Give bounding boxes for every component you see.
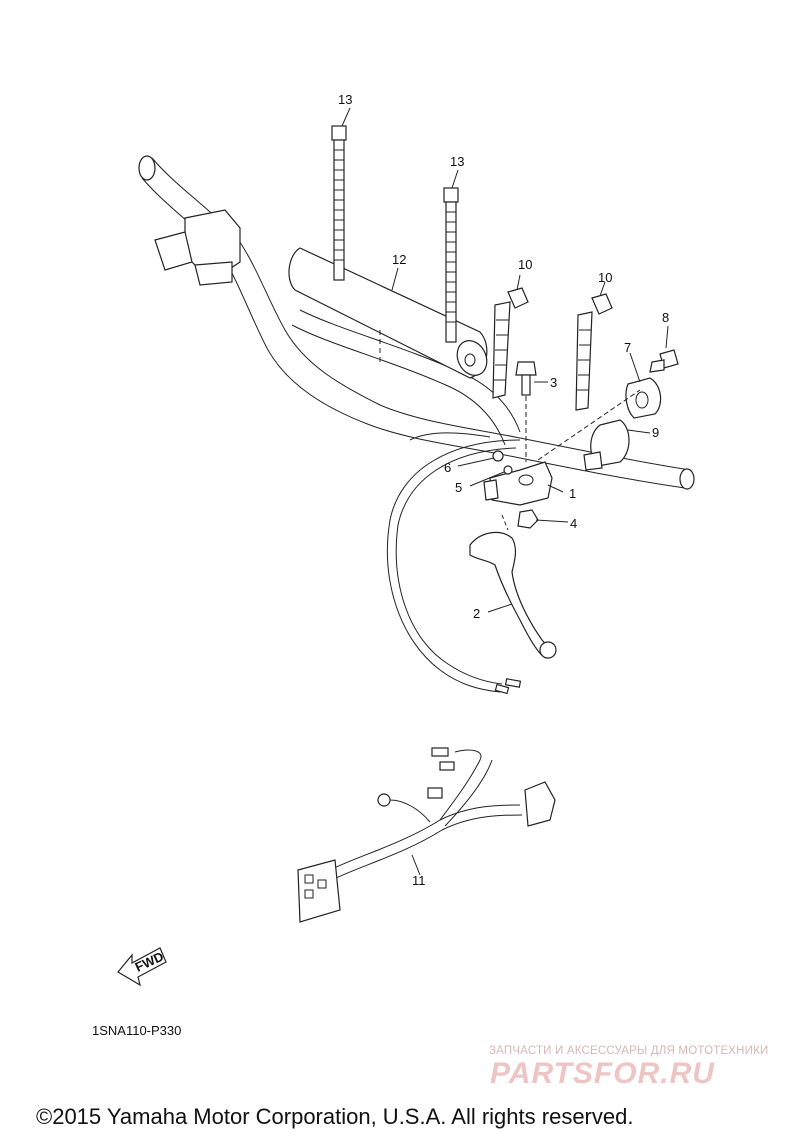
- cable-tie-10b: [575, 293, 613, 411]
- nut-4: [517, 509, 539, 529]
- callout-1: 1: [569, 486, 576, 501]
- callout-8: 8: [662, 310, 669, 325]
- cable-tie-13a: [331, 125, 347, 281]
- left-clamp: [154, 209, 241, 286]
- clutch-lever-2: [469, 514, 557, 659]
- callout-5: 5: [455, 480, 462, 495]
- diagram-code: 1SNA110-P330: [92, 1023, 182, 1038]
- wire-harness-11: [297, 747, 556, 923]
- cable-tie-10a: [492, 287, 529, 399]
- fwd-arrow: FWD: [117, 947, 167, 987]
- callout-4: 4: [570, 516, 577, 531]
- watermark-tagline: ЗАПЧАСТИ И АКСЕССУАРЫ ДЛЯ МОТОТЕХНИКИ: [489, 1045, 769, 1057]
- callout-10b: 10: [598, 270, 612, 285]
- callout-10a: 10: [518, 257, 532, 272]
- copyright-notice: ©2015 Yamaha Motor Corporation, U.S.A. A…: [36, 1104, 634, 1129]
- bolt-3: [515, 361, 537, 462]
- switch-9: [583, 419, 630, 471]
- switch-holder-7: [625, 377, 662, 419]
- callout-7: 7: [624, 340, 631, 355]
- callout-13b: 13: [450, 154, 464, 169]
- lever-bracket-1: [483, 461, 553, 506]
- callout-6: 6: [444, 460, 451, 475]
- callout-9: 9: [652, 425, 659, 440]
- handlebar-pad: [288, 247, 488, 379]
- washer-5: [503, 465, 513, 475]
- callout-11: 11: [412, 873, 426, 888]
- switch-cable: [387, 439, 522, 695]
- callout-3: 3: [550, 375, 557, 390]
- watermark-logo: PARTSFOR.RU: [490, 1057, 715, 1090]
- leader-lines: [341, 107, 669, 876]
- callout-2: 2: [473, 606, 480, 621]
- callout-12: 12: [392, 252, 406, 267]
- bolt-8: [649, 349, 679, 373]
- screw-6: [492, 450, 504, 462]
- cable-tie-13b: [443, 187, 459, 343]
- callout-13a: 13: [338, 92, 352, 107]
